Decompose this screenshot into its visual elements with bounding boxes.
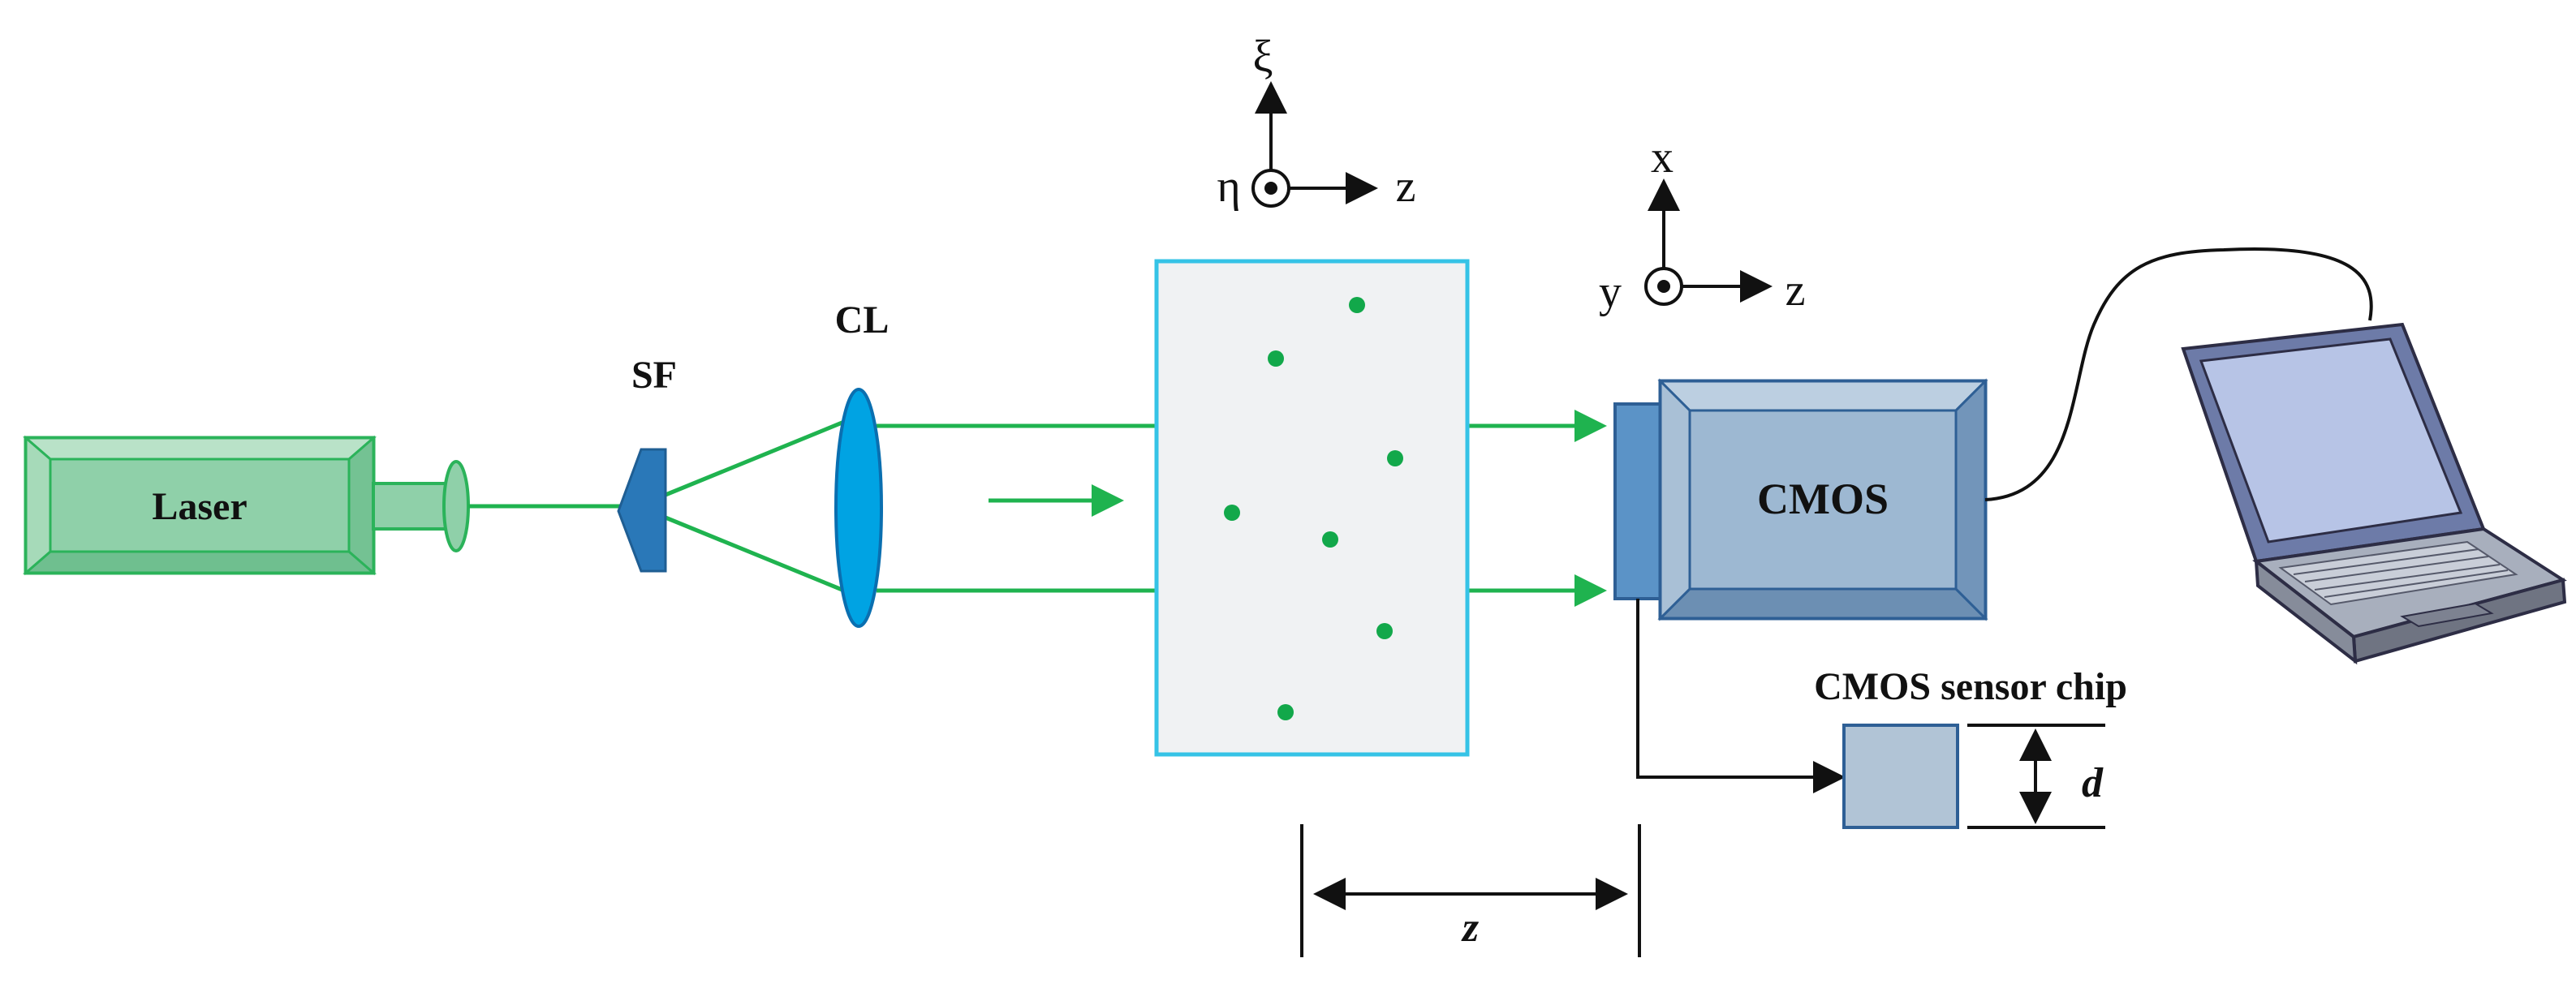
sample-volume	[1154, 259, 1470, 757]
eta-axis-label: η	[1217, 161, 1240, 212]
cl-label: CL	[835, 299, 890, 342]
laser-label: Laser	[152, 485, 247, 528]
particle	[1349, 297, 1365, 313]
chip-size-label: d	[2082, 760, 2104, 806]
z-axis-label: z	[1786, 265, 1806, 316]
x-axis-label: x	[1651, 132, 1674, 183]
particle	[1268, 350, 1284, 367]
usb-cable	[1984, 247, 2373, 501]
sensor-chip-detail: CMOS sensor chip d	[1636, 599, 2127, 829]
sensor-plane-axes: x y z	[1599, 132, 1805, 317]
collimating-lens: CL	[834, 299, 890, 628]
cmos-camera: CMOS	[1613, 378, 1988, 621]
laser-source: Laser	[22, 435, 470, 576]
particle	[1387, 450, 1403, 466]
particles	[1224, 297, 1403, 720]
particle	[1224, 505, 1240, 521]
particle	[1376, 623, 1393, 639]
spatial-filter: SF	[617, 354, 677, 573]
y-axis-label: y	[1599, 267, 1622, 317]
laptop-icon	[2181, 322, 2567, 665]
object-plane-axes: ξ η z	[1217, 32, 1415, 212]
out-of-plane-axis-icon	[1644, 267, 1683, 306]
sensor-chip-label: CMOS sensor chip	[1814, 665, 2127, 708]
particle	[1277, 704, 1294, 720]
particle	[1322, 531, 1338, 548]
distance-label: z	[1461, 905, 1480, 951]
distance-indicator: z	[1300, 824, 1641, 957]
cmos-label: CMOS	[1757, 475, 1889, 523]
sf-label: SF	[631, 354, 677, 397]
out-of-plane-axis-icon	[1251, 169, 1290, 208]
z-axis-label: z	[1396, 161, 1416, 212]
xi-axis-label: ξ	[1253, 32, 1273, 82]
